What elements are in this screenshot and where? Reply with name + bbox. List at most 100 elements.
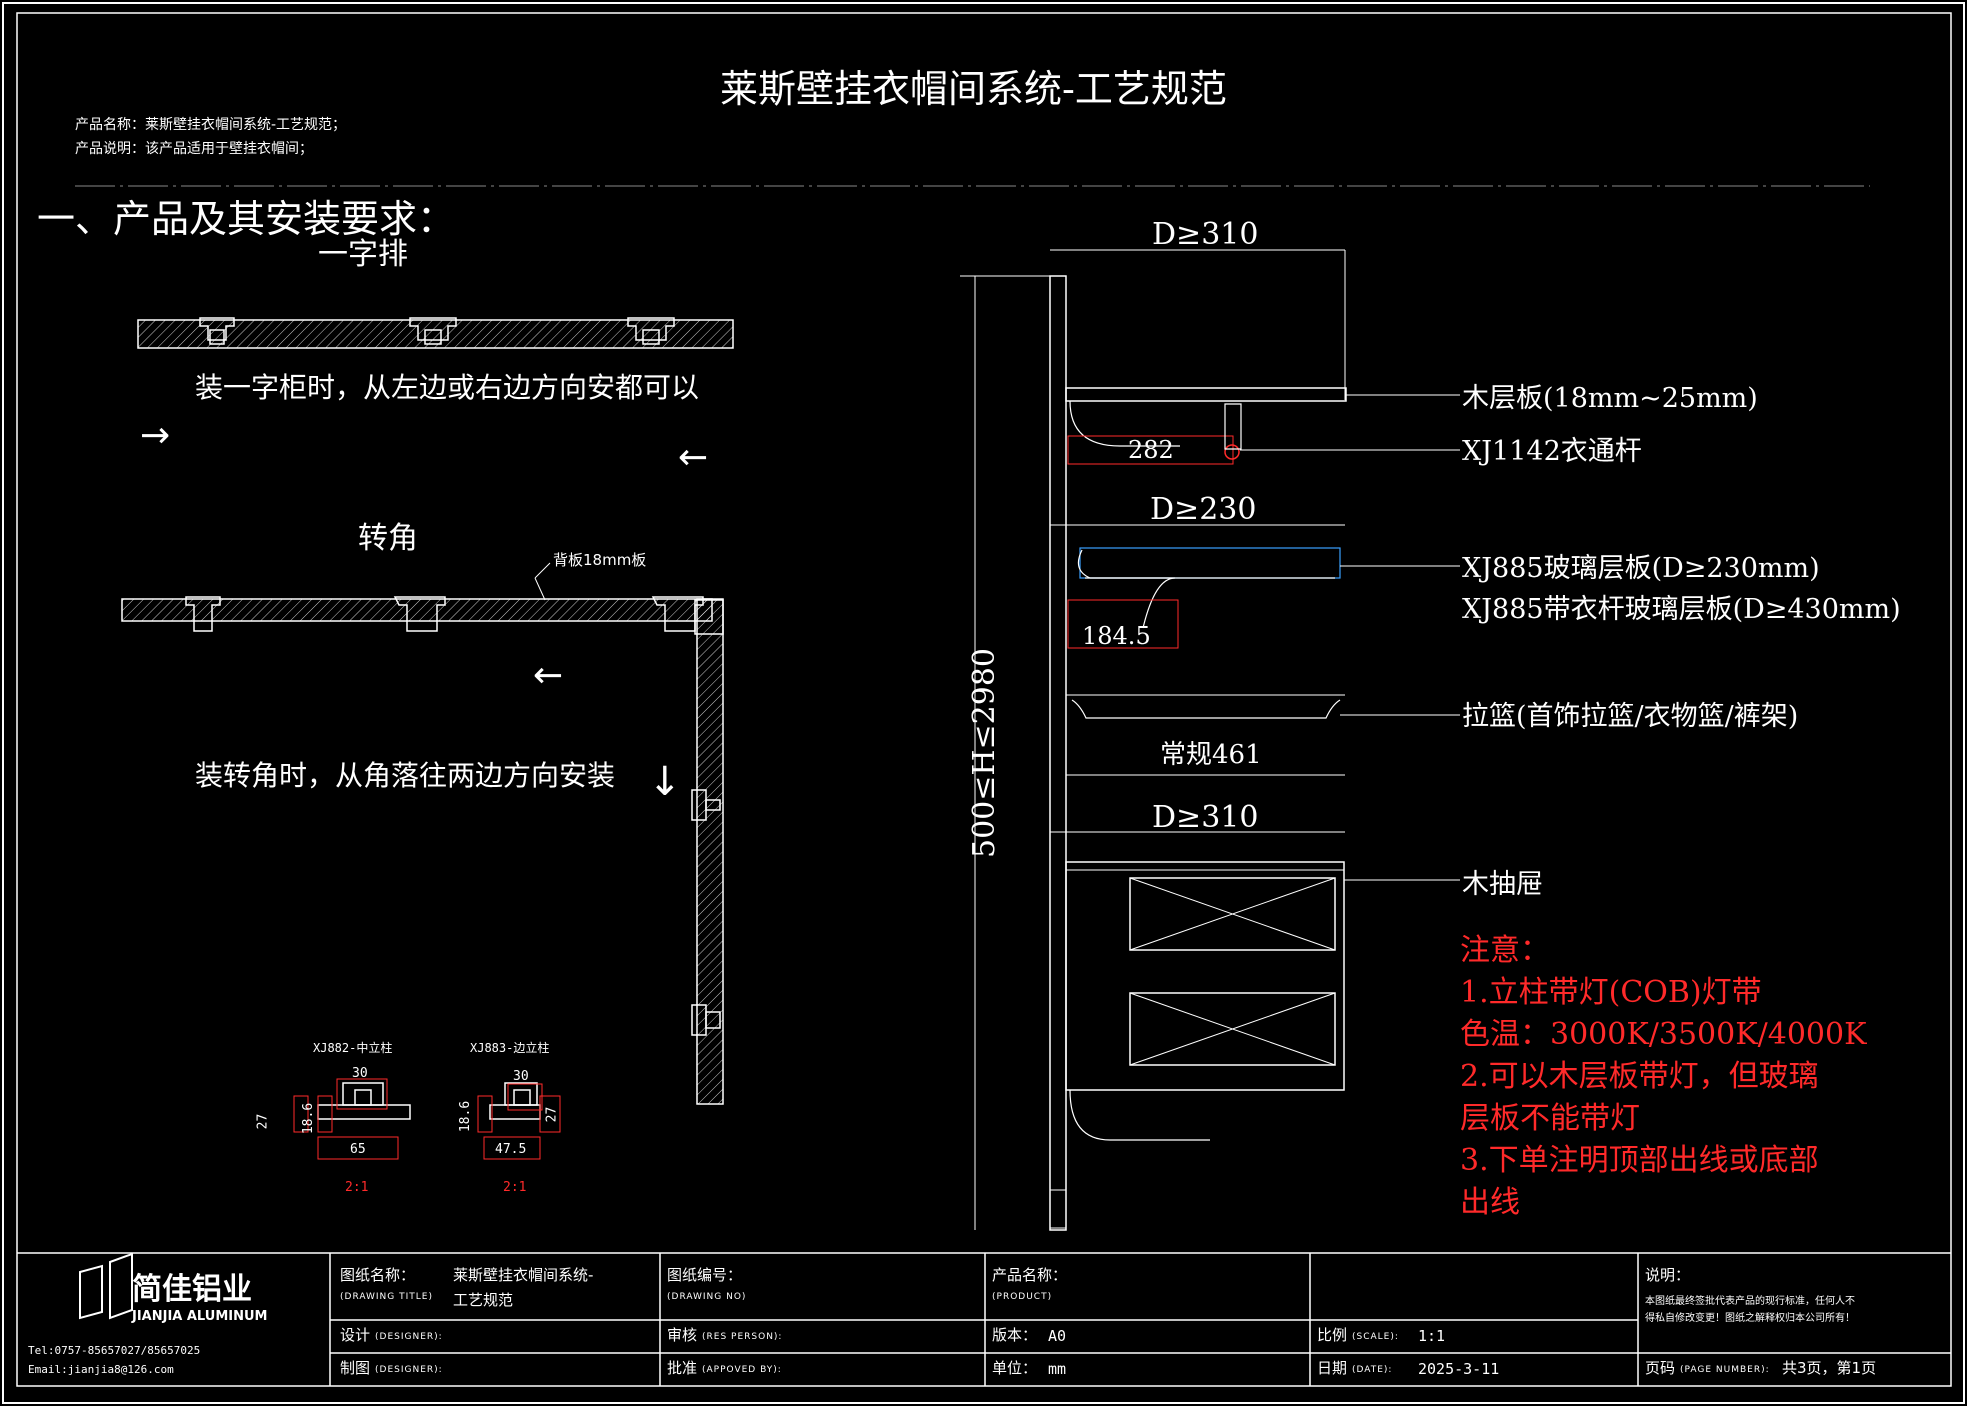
unit-value: mm [1048,1360,1067,1378]
profile-symbol [409,317,457,345]
product-label: 产品名称： [992,1266,1068,1284]
drafter-label-en: (DESIGNER): [375,1365,443,1375]
profile-xj883-dim: 30 [513,1069,529,1084]
date-label-en: (DATE): [1352,1365,1393,1375]
column [1049,275,1067,1231]
checker-label-en: (RES PERSON): [702,1332,783,1342]
note-line: 3.下单注明顶部出线或底部 [1460,1143,1819,1178]
drawing-title-label: 图纸名称： [340,1266,416,1284]
elevation-view [960,249,1460,1231]
page-value: 共3页，第1页 [1782,1359,1877,1377]
checker-label: 审核 [667,1326,698,1344]
note-line: 出线 [1460,1185,1520,1220]
corner-title: 转角 [358,521,418,556]
height-dimension: 500≤H≤2980 [967,647,1003,859]
drawing-no-label: 图纸编号： [667,1266,743,1284]
arrow-down-icon: ↓ [648,759,682,805]
date-value: 2025-3-11 [1418,1360,1500,1378]
callout-basket: 拉篮(首饰拉篮/衣物篮/裤架) [1462,701,1799,732]
bracket-dimension: 282 [1128,436,1174,464]
straight-plan-view [137,317,734,349]
unit-label: 单位： [992,1359,1038,1377]
profile-xj882-dim: 30 [352,1066,368,1081]
backboard-label: 背板18mm板 [553,551,647,569]
profile-xj883-dim: 47.5 [495,1142,527,1157]
bracket-dimension: 184.5 [1082,622,1151,650]
note-line: 色温：3000K/3500K/4000K [1460,1017,1867,1052]
profile-xj882-scale: 2:1 [345,1180,369,1195]
product-label-en: (PRODUCT) [992,1292,1053,1302]
profile-symbol [199,317,235,345]
note-line: 2.可以木层板带灯，但玻璃 [1460,1059,1819,1094]
section-heading: 一、产品及其安装要求： [37,197,456,241]
drafter-label: 制图 [340,1359,371,1377]
version-label: 版本： [992,1326,1038,1344]
corner-instruction: 装转角时，从角落往两边方向安装 [195,759,616,792]
profile-symbol [627,317,675,345]
dimension-box [1067,599,1179,649]
depth-dimension: D≥230 [1150,492,1257,527]
product-name-line: 产品名称：莱斯壁挂衣帽间系统-工艺规范； [75,117,347,133]
dimension-box [1067,435,1234,465]
drawing-title-value: 莱斯壁挂衣帽间系统- [453,1266,594,1284]
company-name-cn: 简佳铝业 [132,1272,252,1307]
designer-label: 设计 [340,1326,371,1344]
page-label: 页码 [1645,1359,1676,1377]
profile-xj882-name: XJ882-中立柱 [313,1041,393,1055]
profile-xj882-dim: 65 [350,1142,366,1157]
date-label: 日期 [1317,1359,1348,1377]
arrow-left-icon: ← [533,655,564,696]
callout-drawer: 木抽屉 [1462,869,1543,900]
version-value: A0 [1048,1327,1067,1345]
callout-rod: XJ1142衣通杆 [1462,436,1642,467]
approver-label: 批准 [667,1359,698,1377]
notes-heading: 注意： [1460,933,1550,968]
straight-instruction: 装一字柜时，从左边或右边方向安都可以 [195,371,700,404]
company-email: Email:jianjia8@126.com [28,1363,174,1376]
company-tel: Tel:0757-85657027/85657025 [28,1344,201,1357]
profile-xj883-dim: 18.6 [458,1100,474,1133]
scale-label: 比例 [1317,1326,1348,1344]
rod-symbol [1224,444,1240,460]
profile-xj882-dim: 27 [255,1113,271,1130]
remark-label: 说明： [1645,1266,1691,1284]
callout-glass-shelf-rod: XJ885带衣杆玻璃层板(D≥430mm) [1462,594,1901,625]
remark-text: 本图纸最终签批代表产品的现行标准，任何人不 [1645,1296,1855,1307]
glass-shelf [1079,547,1341,579]
arrow-left-icon: ← [678,437,709,478]
profile-section-xj883 [489,1082,541,1120]
page-title: 莱斯壁挂衣帽间系统-工艺规范 [720,67,1227,111]
drawer-cabinet [1065,861,1345,1091]
approver-label-en: (APPOVED BY): [702,1365,782,1375]
title-block [17,1252,1951,1386]
scale-value: 1:1 [1418,1327,1446,1345]
designer-label-en: (DESIGNER): [375,1332,443,1342]
drawing-title-value: 工艺规范 [453,1291,514,1309]
depth-dimension: D≥310 [1152,217,1259,252]
callout-wood-shelf: 木层板(18mm~25mm) [1462,383,1758,414]
remark-text: 得私自修改变更！图纸之解释权归本公司所有！ [1645,1313,1855,1324]
inner-frame [16,12,1952,1387]
arrow-right-icon: → [140,415,171,456]
profile-xj883-scale: 2:1 [503,1180,527,1195]
wood-shelf [1065,387,1347,402]
dimension-box [477,1083,561,1160]
profile-xj883-dim: 27 [544,1106,560,1123]
pull-out-basket [1071,699,1341,719]
depth-dimension: D≥310 [1152,800,1259,835]
basket-dimension: 常规461 [1160,740,1262,770]
profile-xj882-dim: 18.6 [301,1102,317,1135]
scale-label-en: (SCALE): [1352,1332,1399,1342]
straight-title: 一字排 [318,237,408,272]
profile-xj883-name: XJ883-边立柱 [470,1041,550,1055]
dimension-box [293,1078,399,1160]
company-name-en: JIANJIA ALUMINUM [132,1309,268,1324]
note-line: 1.立柱带灯(COB)灯带 [1460,975,1762,1010]
corner-plan-view [121,562,724,1105]
callout-glass-shelf: XJ885玻璃层板(D≥230mm) [1462,553,1820,584]
drawing-title-label-en: (DRAWING TITLE) [340,1292,433,1302]
note-line: 层板不能带灯 [1460,1101,1640,1136]
logo-mark [79,1252,133,1320]
